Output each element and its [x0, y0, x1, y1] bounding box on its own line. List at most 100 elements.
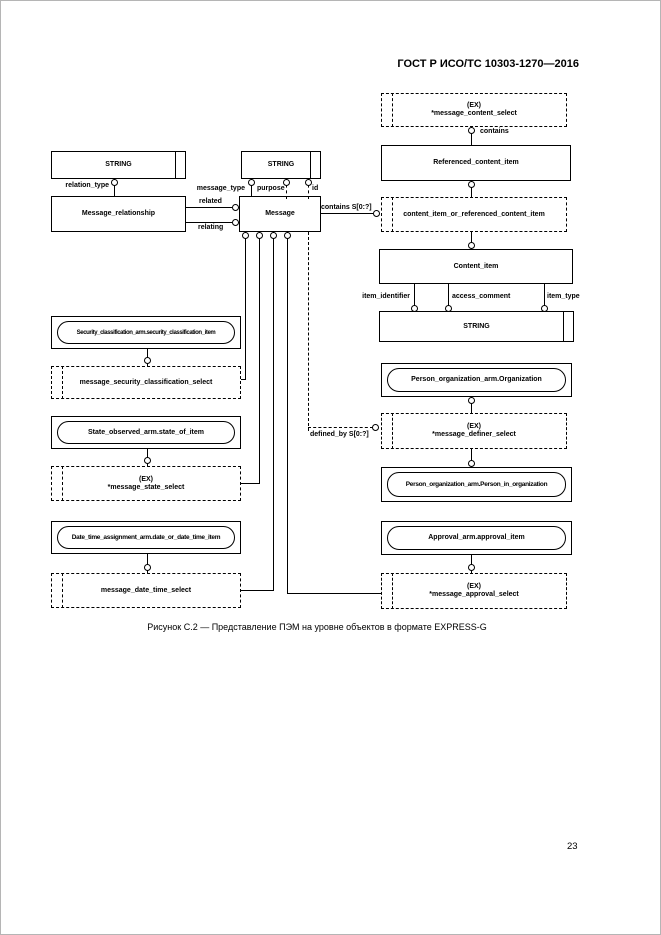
- select-message-definer-select: (EX) *message_definer_select: [381, 413, 567, 449]
- select-label: message_security_classification_select: [79, 378, 213, 386]
- relation-circle: [144, 564, 151, 571]
- relation-circle: [445, 305, 452, 312]
- type-string-bottom-label: STRING: [463, 322, 490, 330]
- entity-content-item-label: Content_item: [453, 262, 499, 270]
- connector: [471, 232, 472, 249]
- select-message-content-select: (EX) *message_content_select: [381, 93, 567, 127]
- connector: [241, 590, 274, 591]
- select-divider: [62, 573, 63, 608]
- type-string-left: STRING: [51, 151, 186, 179]
- select-message-approval-select: (EX) *message_approval_select: [381, 573, 567, 609]
- select-label: (EX): [467, 423, 481, 430]
- relation-circle: [111, 179, 118, 186]
- type-string-right-label: STRING: [267, 161, 295, 168]
- attr-contains-set: contains S[0:?]: [321, 204, 372, 211]
- external-person-in-organization: Person_organization_arm.Person_in_organi…: [381, 467, 572, 502]
- type-divider: [310, 151, 311, 179]
- relation-circle: [468, 242, 475, 249]
- connector: [308, 427, 373, 428]
- relation-circle: [144, 357, 151, 364]
- attr-id: id: [312, 185, 319, 192]
- external-label: Person_organization_arm.Organization: [411, 376, 542, 383]
- relation-circle: [468, 181, 475, 188]
- relation-circle: [256, 232, 263, 239]
- connector: [287, 593, 381, 594]
- entity-message: Message: [239, 196, 321, 232]
- connector: [245, 232, 246, 380]
- relation-circle: [541, 305, 548, 312]
- type-string-bottom: STRING: [379, 311, 574, 342]
- attr-contains: contains: [480, 128, 509, 135]
- entity-message-relationship: Message_relationship: [51, 196, 186, 232]
- connector: [251, 179, 252, 196]
- stadium-shape: Security_classification_arm.security_cla…: [57, 321, 235, 344]
- connector: [273, 232, 274, 591]
- select-content-item-or-referenced-content-item: content_item_or_referenced_content_item: [381, 197, 567, 232]
- relation-circle: [372, 424, 379, 431]
- relation-circle: [248, 179, 255, 186]
- external-label: State_observed_arm.state_of_item: [88, 428, 204, 436]
- external-security-classification: Security_classification_arm.security_cla…: [51, 316, 241, 349]
- connector: [259, 232, 260, 484]
- relation-circle: [468, 127, 475, 134]
- relation-circle: [468, 564, 475, 571]
- relation-circle: [305, 179, 312, 186]
- attr-item-identifier: item_identifier: [362, 293, 410, 300]
- external-label: Person_organization_arm.Person_in_organi…: [405, 480, 548, 488]
- stadium-shape: Person_organization_arm.Person_in_organi…: [387, 472, 566, 497]
- relation-circle: [411, 305, 418, 312]
- select-label: (EX): [467, 102, 481, 109]
- type-string-left-label: STRING: [105, 161, 132, 168]
- type-string-right: STRING: [241, 151, 321, 179]
- external-label: Date_time_assignment_arm.date_or_date_ti…: [71, 533, 221, 541]
- connector: [186, 207, 232, 208]
- select-label: *message_approval_select: [429, 591, 519, 598]
- entity-referenced-content-item-label: Referenced_content_item: [433, 159, 519, 166]
- entity-message-label: Message: [265, 210, 295, 217]
- select-message-date-time-select: message_date_time_select: [51, 573, 241, 608]
- select-divider: [392, 573, 393, 609]
- relation-circle: [284, 232, 291, 239]
- stadium-shape: State_observed_arm.state_of_item: [57, 421, 235, 444]
- relation-circle: [373, 210, 380, 217]
- select-label: *message_state_select: [107, 483, 185, 491]
- external-approval: Approval_arm.approval_item: [381, 521, 572, 555]
- select-message-security-classification-select: message_security_classification_select: [51, 366, 241, 399]
- connector: [471, 181, 472, 197]
- external-organization: Person_organization_arm.Organization: [381, 363, 572, 397]
- select-divider: [392, 197, 393, 232]
- connector: [544, 284, 545, 311]
- connector: [308, 232, 309, 431]
- connector: [471, 449, 472, 467]
- relation-circle: [232, 219, 239, 226]
- connector: [147, 554, 148, 573]
- select-label: *message_content_select: [431, 110, 517, 117]
- relation-circle: [232, 204, 239, 211]
- select-label: *message_definer_select: [432, 431, 516, 438]
- entity-content-item: Content_item: [379, 249, 573, 284]
- select-label: content_item_or_referenced_content_item: [403, 210, 545, 218]
- external-state-observed: State_observed_arm.state_of_item: [51, 416, 241, 449]
- entity-message-relationship-label: Message_relationship: [81, 210, 156, 217]
- select-label: message_date_time_select: [100, 586, 192, 594]
- external-label: Security_classification_arm.security_cla…: [76, 329, 216, 336]
- connector: [114, 179, 115, 196]
- select-divider: [62, 366, 63, 399]
- attr-purpose: purpose: [257, 185, 285, 192]
- attr-item-type: item_type: [547, 293, 580, 300]
- attr-access-comment: access_comment: [452, 293, 511, 300]
- stadium-shape: Approval_arm.approval_item: [387, 526, 566, 550]
- page-number: 23: [567, 841, 578, 852]
- external-date-time-assignment: Date_time_assignment_arm.date_or_date_ti…: [51, 521, 241, 554]
- select-message-state-select: (EX) *message_state_select: [51, 466, 241, 501]
- relation-circle: [468, 397, 475, 404]
- relation-circle: [468, 460, 475, 467]
- select-label: (EX): [139, 475, 153, 483]
- external-label: Approval_arm.approval_item: [428, 534, 525, 541]
- connector: [287, 232, 288, 594]
- relation-circle: [283, 179, 290, 186]
- connector: [448, 284, 449, 311]
- attr-relating: relating: [198, 224, 224, 231]
- type-divider: [175, 151, 176, 179]
